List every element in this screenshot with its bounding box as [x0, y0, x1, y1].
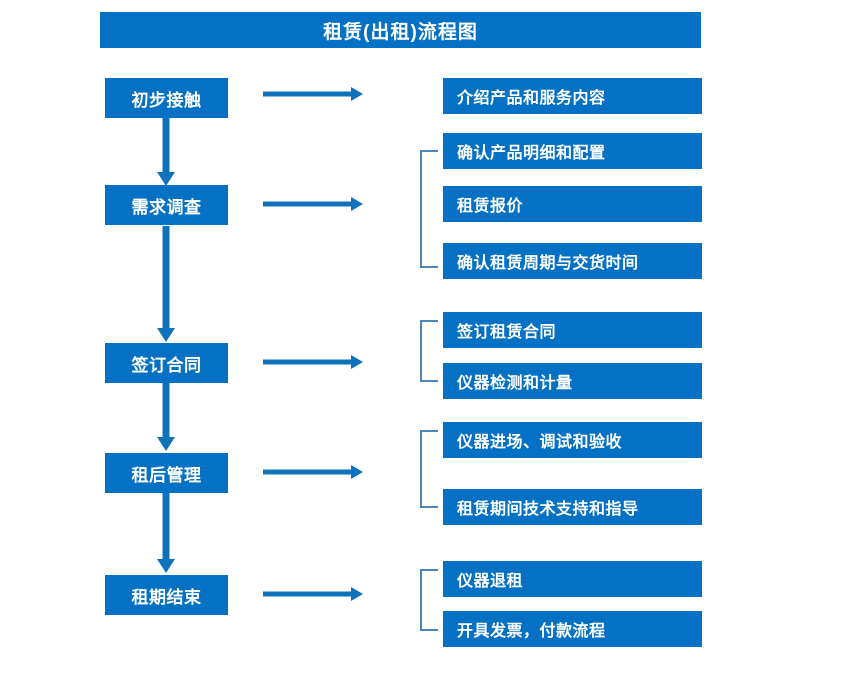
detail-box-confirm-product-spec[interactable]: 确认产品明细和配置: [443, 133, 702, 169]
arrow-down-stage-3-to-4: [152, 383, 180, 451]
bracket-stage-5-group: [419, 569, 439, 631]
detail-box-invoice-payment[interactable]: 开具发票，付款流程: [443, 611, 702, 647]
bracket-stage-4-group: [419, 430, 439, 508]
detail-box-intro-products-services[interactable]: 介绍产品和服务内容: [443, 78, 702, 114]
stage-box-sign-contract[interactable]: 签订合同: [105, 343, 228, 383]
arrow-right-stage-1: [263, 84, 363, 104]
arrow-right-stage-2: [263, 194, 363, 214]
arrow-right-stage-5: [263, 584, 363, 604]
detail-box-instrument-inspection[interactable]: 仪器检测和计量: [443, 363, 702, 399]
detail-box-instrument-return[interactable]: 仪器退租: [443, 561, 702, 597]
detail-box-sign-rental-agreement[interactable]: 签订租赁合同: [443, 312, 702, 348]
arrow-down-stage-2-to-3: [152, 226, 180, 342]
arrow-right-stage-4: [263, 462, 363, 482]
detail-box-confirm-period-delivery[interactable]: 确认租赁周期与交货时间: [443, 243, 702, 279]
detail-box-instrument-entry-commissioning[interactable]: 仪器进场、调试和验收: [443, 422, 702, 458]
stage-box-post-rental-management[interactable]: 租后管理: [105, 453, 228, 493]
stage-box-initial-contact[interactable]: 初步接触: [105, 78, 228, 118]
arrow-right-stage-3: [263, 352, 363, 372]
arrow-down-stage-4-to-5: [152, 493, 180, 573]
bracket-stage-3-group: [419, 320, 439, 382]
detail-box-technical-support[interactable]: 租赁期间技术支持和指导: [443, 489, 702, 525]
bracket-stage-2-group: [419, 150, 439, 268]
detail-box-rental-quote[interactable]: 租赁报价: [443, 186, 702, 222]
flowchart-title: 租赁(出租)流程图: [100, 12, 701, 48]
stage-box-rental-end[interactable]: 租期结束: [105, 575, 228, 615]
arrow-down-stage-1-to-2: [152, 118, 180, 186]
stage-box-demand-survey[interactable]: 需求调查: [105, 185, 228, 225]
